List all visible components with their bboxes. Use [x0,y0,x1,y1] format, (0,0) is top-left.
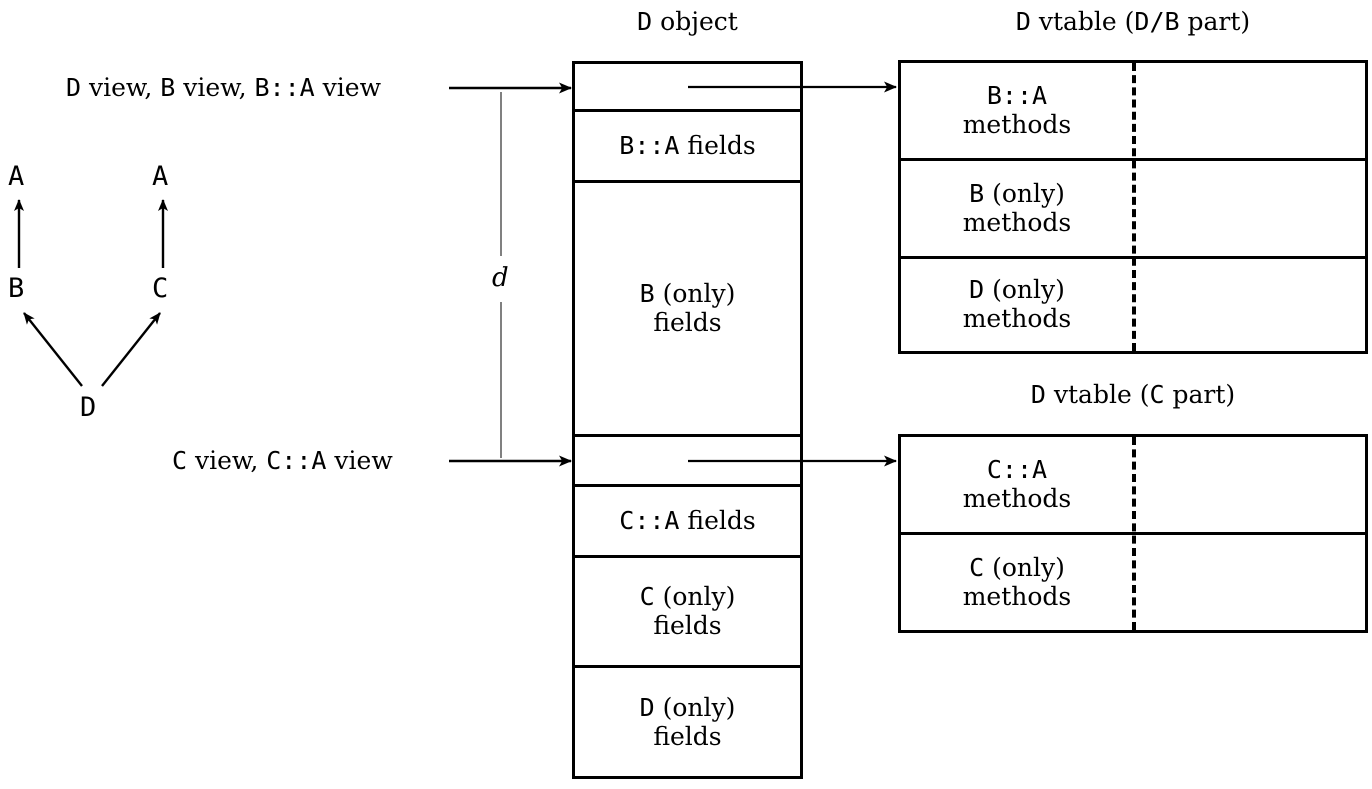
edge-d-to-c [101,312,161,387]
object-row-ca-fields: C::A fields [575,487,800,558]
pointer-label-top: D view, B view, B::A view [66,73,381,102]
object-row-vptr-b [575,64,800,112]
vtable-db-row-d-only: D (only)methods [962,275,1072,333]
class-node-a-right: A [152,161,169,192]
class-node-d: D [80,392,97,423]
object-row-c-only-fields: C (only)fields [575,558,800,668]
class-node-c: C [152,273,169,304]
vtable-db-dashed-divider [1132,63,1136,351]
class-node-a-left: A [8,161,25,192]
vtable-c-row-c-only: C (only)methods [962,552,1072,611]
edge-d-to-b [23,312,83,387]
object-row-vptr-c [575,437,800,487]
vtable-title-c: D vtable (C part) [1030,380,1236,409]
offset-variable-d: d [492,263,509,293]
pointer-label-bottom: C view, C::A view [172,446,393,475]
vtable-title-db: D vtable (D/B part) [1015,7,1251,36]
object-title: D object [637,7,738,36]
class-node-b: B [8,273,25,304]
object-row-ba-fields: B::A fields [575,112,800,183]
vtable-c-dashed-divider [1132,437,1136,630]
object-row-d-only-fields: D (only)fields [639,693,736,751]
d-object-box: B::A fields B (only)fields C::A fields C… [572,61,803,779]
object-row-b-only-fields: B (only)fields [575,183,800,437]
